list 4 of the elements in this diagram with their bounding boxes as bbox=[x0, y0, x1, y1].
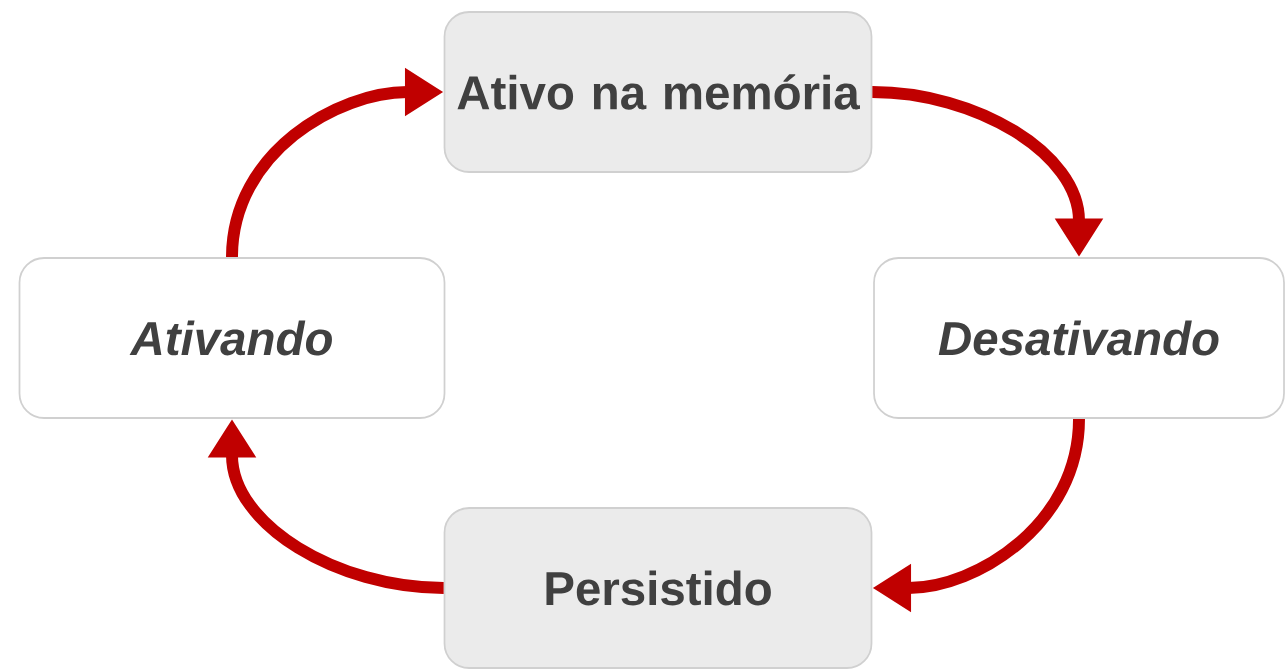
state-box: Ativando bbox=[18, 257, 446, 419]
state-box: Desativando bbox=[873, 257, 1285, 419]
state-box: Persistido bbox=[443, 507, 873, 669]
state-box: Ativo na memória bbox=[443, 11, 873, 173]
